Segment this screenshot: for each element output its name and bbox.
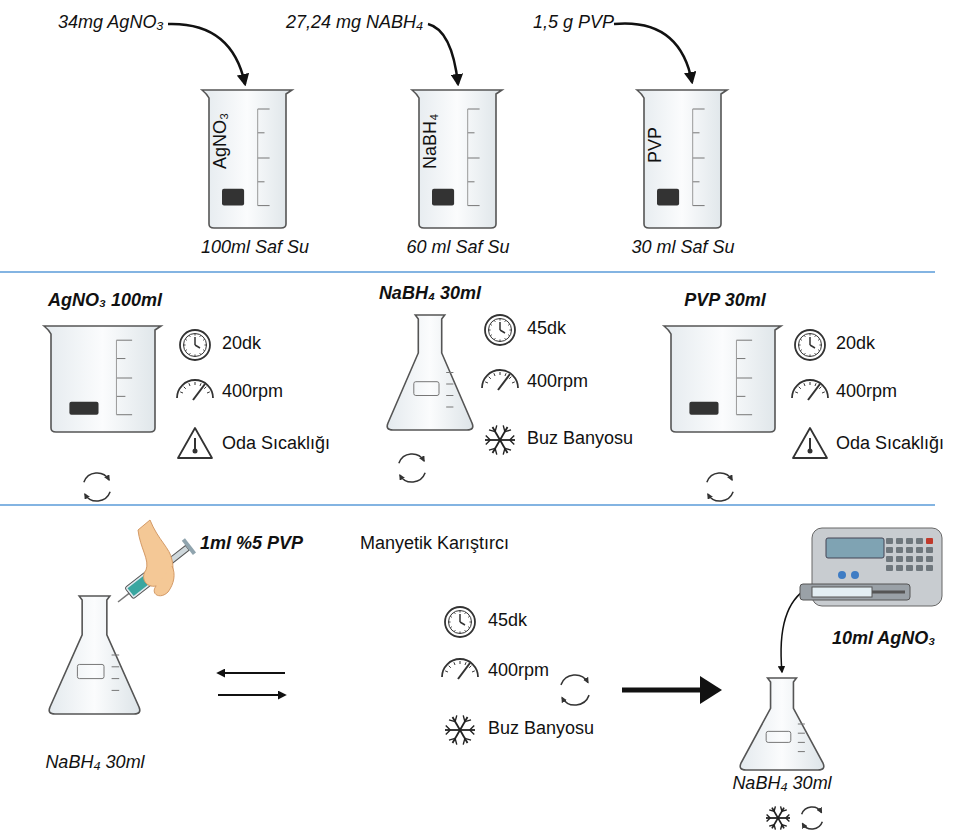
- vessel-caption: NaBH₄ 30ml: [45, 752, 144, 774]
- speed-label: 400rpm: [488, 660, 549, 682]
- curved-arrow: [428, 24, 458, 84]
- temperature-label: Buz Banyosu: [527, 428, 633, 450]
- vessel-caption: NaBH₄ 30ml: [379, 283, 481, 305]
- flask-outline: [49, 596, 140, 714]
- vessel-label: AgNO₃: [210, 113, 232, 169]
- equilibrium-arrow: [218, 672, 285, 674]
- beaker-node: AgNO₃ 100ml Saf Su: [190, 85, 320, 265]
- reagent-label: 27,24 mg NABH₄: [286, 12, 423, 34]
- gauge-icon: [442, 659, 478, 679]
- flask-node: NaBH₄ 30ml: [365, 283, 495, 435]
- snowflake-icon: [766, 806, 790, 830]
- beaker-outline: [412, 90, 502, 228]
- rotation-icon: [707, 473, 733, 501]
- vessel-label: NaBH₄: [420, 114, 442, 169]
- vessel-caption: PVP 30ml: [684, 290, 765, 312]
- flask-node: NaBH₄ 30ml: [720, 674, 845, 798]
- vessel-caption: NaBH₄ 30ml: [732, 773, 831, 795]
- clock-icon: [485, 315, 515, 345]
- flask-outline: [387, 315, 473, 430]
- reagent-label: 1,5 g PVP: [533, 12, 614, 34]
- rotation-icon: [399, 454, 425, 482]
- temperature-label: Buz Banyosu: [488, 718, 594, 740]
- separator-line: [0, 504, 935, 506]
- time-label: 45dk: [527, 318, 566, 340]
- beaker-outline: [44, 326, 161, 432]
- vessel-shape: [655, 290, 795, 440]
- rotation-icon: [84, 473, 110, 501]
- flask-node: NaBH₄ 30ml: [35, 592, 155, 782]
- vessel-shape: [365, 283, 495, 435]
- speed-label: 400rpm: [836, 381, 897, 403]
- process-arrow-head: [700, 676, 722, 704]
- temperature-warning-icon: [793, 428, 827, 458]
- reagent-label: 10ml AgNO₃: [832, 628, 935, 650]
- curved-arrow: [614, 23, 692, 82]
- temperature-label: Oda Sıcaklığı: [836, 433, 944, 455]
- snowflake-icon: [485, 425, 515, 455]
- vessel-caption: 30 ml Saf Su: [631, 237, 734, 259]
- time-label: 45dk: [488, 610, 527, 632]
- reagent-label: 1ml %5 PVP: [200, 533, 303, 555]
- time-label: 20dk: [222, 333, 261, 355]
- feed-arrow: [781, 588, 808, 672]
- temperature-label: Oda Sıcaklığı: [222, 433, 330, 455]
- vessel-caption: AgNO₃ 100ml: [48, 290, 162, 312]
- clock-icon: [180, 330, 210, 360]
- time-label: 20dk: [836, 333, 875, 355]
- gauge-icon: [177, 380, 213, 400]
- gauge-icon: [792, 380, 828, 400]
- rotation-icon: [802, 807, 823, 829]
- vessel-caption: 100ml Saf Su: [201, 237, 309, 259]
- equilibrium-arrow: [218, 694, 285, 696]
- speed-label: 400rpm: [527, 371, 588, 393]
- separator-line: [0, 271, 935, 273]
- process-arrow: [622, 688, 705, 693]
- vessel-shape: [35, 290, 175, 440]
- clock-icon: [445, 607, 475, 637]
- reagent-label: 34mg AgNO₃: [58, 12, 164, 34]
- vessel-label: PVP: [645, 127, 667, 163]
- vessel-caption: 60 ml Saf Su: [406, 237, 509, 259]
- speed-label: 400rpm: [222, 381, 283, 403]
- gauge-icon: [482, 370, 518, 390]
- beaker-outline: [202, 90, 292, 228]
- beaker-node: NaBH₄ 60 ml Saf Su: [400, 85, 530, 265]
- flask-outline: [740, 678, 824, 770]
- beaker-outline: [637, 90, 727, 228]
- temperature-warning-icon: [178, 428, 212, 458]
- clock-icon: [795, 330, 825, 360]
- curved-arrow: [168, 24, 245, 84]
- syringe-pump: [800, 528, 942, 606]
- rotation-icon: [561, 675, 589, 705]
- syringe-hand: [112, 520, 196, 609]
- stirrer-label: Manyetik Karıştırcı: [360, 533, 509, 555]
- beaker-node: AgNO₃ 100ml: [35, 290, 175, 440]
- beaker-outline: [664, 326, 781, 432]
- beaker-node: PVP 30ml: [655, 290, 795, 440]
- snowflake-icon: [445, 715, 475, 745]
- beaker-node: PVP 30 ml Saf Su: [625, 85, 755, 265]
